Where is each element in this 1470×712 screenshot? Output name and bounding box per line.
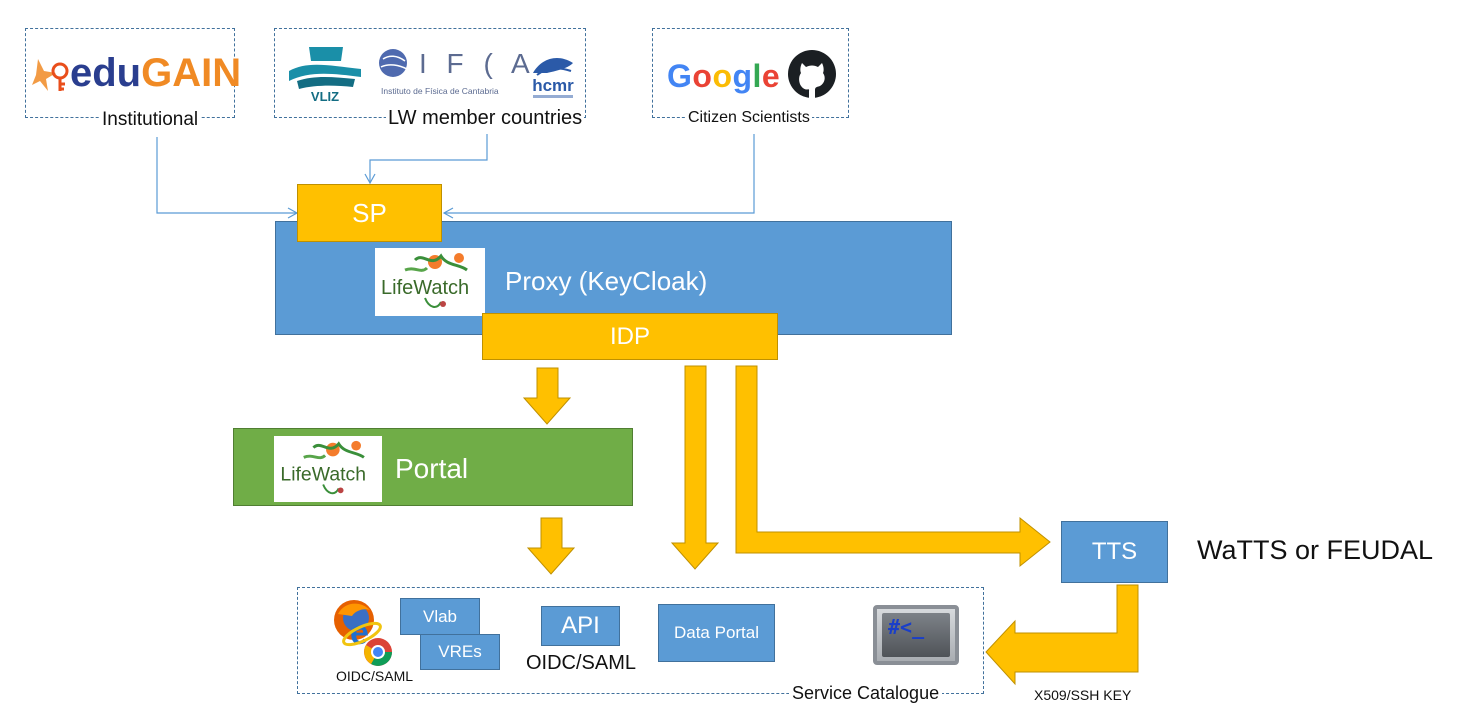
idp-to-catalogue-arrow bbox=[670, 365, 720, 570]
svg-text:hcmr: hcmr bbox=[532, 76, 574, 95]
vlab-box: Vlab bbox=[400, 598, 480, 635]
idp-to-portal-arrow bbox=[522, 367, 572, 425]
hcmr-logo: hcmr bbox=[532, 58, 574, 98]
tts-box: TTS bbox=[1061, 521, 1168, 583]
browser-oidc-label: OIDC/SAML bbox=[336, 668, 414, 684]
api-box: API bbox=[541, 606, 620, 646]
terminal-icon: #<_ bbox=[873, 605, 959, 665]
citizen-to-sp-connector bbox=[442, 134, 755, 219]
institutional-to-sp-connector bbox=[156, 137, 299, 219]
tts-to-terminal-arrow bbox=[985, 584, 1139, 686]
proxy-lifewatch-logo: LifeWatch bbox=[375, 248, 485, 316]
data-portal-label: Data Portal bbox=[673, 623, 760, 642]
proxy-label: Proxy (KeyCloak) bbox=[505, 266, 708, 296]
idp-box: IDP bbox=[482, 313, 778, 360]
institutional-label: Institutional bbox=[100, 109, 201, 131]
terminal-prompt: #<_ bbox=[888, 615, 925, 639]
vres-box: VREs bbox=[420, 634, 500, 670]
vlab-label: Vlab bbox=[422, 606, 458, 626]
browser-icons: e bbox=[334, 600, 392, 666]
api-label: API bbox=[561, 612, 600, 639]
idp-to-tts-arrow bbox=[735, 365, 1051, 568]
ifca-logo: I F ( A Instituto de Física de Cantabria bbox=[379, 48, 535, 96]
terminal-screen: #<_ bbox=[882, 613, 950, 657]
api-oidc-label: OIDC/SAML bbox=[526, 652, 637, 674]
member-countries-source-box: VLIZ I F ( A Instituto de Física de Cant… bbox=[274, 28, 586, 118]
edugain-key-icon bbox=[32, 59, 69, 91]
vliz-logo: VLIZ bbox=[289, 47, 361, 103]
portal-lifewatch-logo: LifeWatch bbox=[274, 436, 382, 502]
chrome-icon bbox=[364, 638, 392, 666]
svg-text:LifeWatch: LifeWatch bbox=[381, 277, 469, 299]
portal-to-catalogue-arrow bbox=[526, 517, 576, 575]
members-to-sp-connector bbox=[364, 134, 488, 185]
data-portal-box: Data Portal bbox=[658, 604, 775, 662]
x509-ssh-key-label: X509/SSH KEY bbox=[1034, 687, 1132, 703]
svg-text:LifeWatch: LifeWatch bbox=[280, 464, 366, 486]
svg-text:I F ( A: I F ( A bbox=[419, 48, 535, 79]
citizen-source-box: Google bbox=[652, 28, 849, 118]
lifewatch-logo-art: LifeWatch bbox=[381, 253, 469, 308]
firefox-icon bbox=[334, 600, 374, 640]
service-catalogue-box bbox=[297, 587, 984, 694]
tts-label: TTS bbox=[1091, 538, 1138, 565]
portal-label: Portal bbox=[395, 453, 469, 484]
member-countries-label: LW member countries bbox=[386, 107, 585, 130]
service-catalogue-label: Service Catalogue bbox=[789, 683, 943, 704]
vres-label: VREs bbox=[438, 642, 482, 661]
watts-feudal-label: WaTTS or FEUDAL bbox=[1197, 535, 1434, 565]
edugain-logo: eduGAIN bbox=[70, 51, 242, 95]
google-logo: Google bbox=[667, 58, 781, 94]
idp-label: IDP bbox=[609, 322, 650, 350]
lifewatch-logo-art: LifeWatch bbox=[280, 440, 366, 495]
ie-icon: e bbox=[342, 614, 382, 652]
sp-label: SP bbox=[352, 197, 387, 228]
github-logo bbox=[788, 50, 836, 98]
institutional-source-box: eduGAIN bbox=[25, 28, 241, 118]
svg-text:VLIZ: VLIZ bbox=[311, 89, 339, 103]
sp-box: SP bbox=[297, 184, 442, 242]
svg-text:Instituto de Física de Cantabr: Instituto de Física de Cantabria bbox=[381, 86, 499, 96]
citizen-label: Citizen Scientists bbox=[686, 109, 812, 127]
